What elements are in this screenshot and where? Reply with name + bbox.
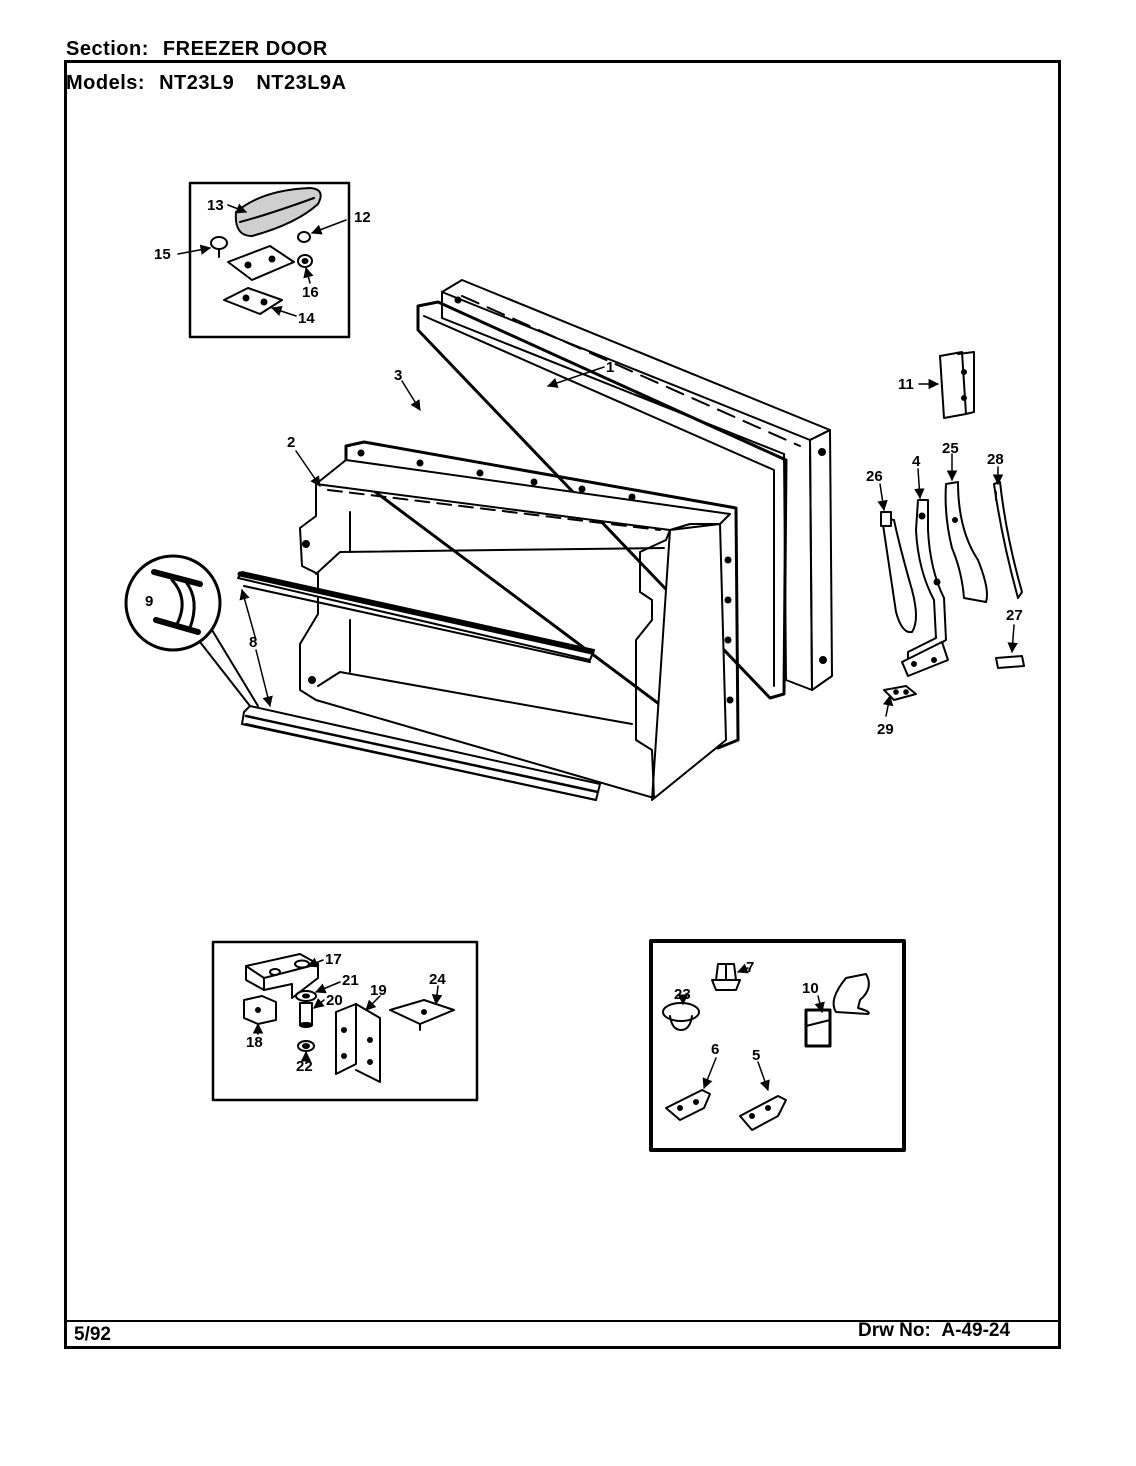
callout-2: 2 (287, 434, 295, 451)
part-25-hinge-trim (944, 481, 988, 603)
part-29-shim (883, 685, 917, 701)
callout-18: 18 (246, 1034, 263, 1051)
callout-7: 7 (746, 959, 754, 976)
callout-16: 16 (302, 284, 319, 301)
part-26-hinge-cover (880, 511, 917, 634)
callout-17: 17 (325, 951, 342, 968)
hinge-hardware-inset-box (211, 940, 479, 1102)
callout-9: 9 (145, 593, 153, 610)
part-8-shelf-bar-upper (237, 571, 595, 663)
model-2: NT23L9A (256, 72, 347, 94)
callout-26: 26 (866, 468, 883, 485)
footer-date: 5/92 (74, 1324, 111, 1345)
callout-15: 15 (154, 246, 171, 263)
models-line: Models: NT23L9 NT23L9A (66, 72, 347, 95)
part-8-shelf-bar-lower (241, 705, 601, 801)
section-value: FREEZER DOOR (162, 38, 328, 60)
callout-8: 8 (249, 634, 257, 651)
part-6-clip (665, 1089, 711, 1121)
part-20-pin (299, 1002, 313, 1028)
part-19-hinge-plate (335, 1003, 381, 1083)
part-10-bar-retainer (804, 973, 870, 1048)
part-7-plug (711, 963, 741, 991)
part-4-hinge (901, 499, 949, 677)
section-title: Section: FREEZER DOOR (66, 38, 328, 61)
callout-14: 14 (298, 310, 315, 327)
callout-13: 13 (207, 197, 224, 214)
callout-10: 10 (802, 980, 819, 997)
callout-23: 23 (674, 986, 691, 1003)
part-21-washer (295, 990, 317, 1002)
part-2-inner-door-liner (299, 440, 740, 801)
models-label: Models: (66, 72, 146, 94)
callout-3: 3 (394, 367, 402, 384)
part-23-button (662, 1002, 700, 1031)
callout-12: 12 (354, 209, 371, 226)
part-3-door-gasket (416, 300, 788, 700)
callout-29: 29 (877, 721, 894, 738)
part-28-gasket-strip (993, 481, 1023, 599)
callout-21: 21 (342, 972, 359, 989)
part-16-washer (297, 254, 313, 268)
callout-5: 5 (752, 1047, 760, 1064)
callout-20: 20 (326, 992, 343, 1009)
part-15-screw (210, 236, 228, 258)
callout-19: 19 (370, 982, 387, 999)
bar-clip-inset-box (649, 939, 906, 1152)
callout-22: 22 (296, 1058, 313, 1075)
callout-1: 1 (606, 359, 614, 376)
callout-6: 6 (711, 1041, 719, 1058)
part-24-bracket (389, 999, 455, 1031)
handle-mount-plate (227, 245, 295, 281)
part-11-handle-trim (939, 351, 975, 419)
callout-25: 25 (942, 440, 959, 457)
leader-lines (177, 203, 1018, 1091)
part-14-base-plate (223, 287, 283, 315)
handle-parts-inset-box (188, 181, 351, 339)
part-12-pin (297, 231, 311, 243)
callout-27: 27 (1006, 607, 1023, 624)
footer-divider (64, 1320, 1061, 1322)
section-label: Section: (66, 38, 149, 60)
part-5-clip (739, 1095, 787, 1131)
part-13-handle-cap (234, 187, 322, 237)
part-18-shim-plate (243, 995, 277, 1025)
footer-drawing-no: Drw No: A-49-24 (858, 1320, 1010, 1342)
part-9-bar-clip-detail (124, 554, 259, 707)
drawing-frame (64, 60, 1061, 1349)
part-22-bushing (297, 1040, 315, 1052)
drawing-label: Drw No: (858, 1320, 931, 1341)
callout-11: 11 (898, 376, 914, 393)
callout-4: 4 (912, 453, 921, 470)
model-1: NT23L9 (159, 72, 235, 94)
callout-24: 24 (429, 971, 446, 988)
callout-28: 28 (987, 451, 1004, 468)
drawing-number: A-49-24 (941, 1320, 1011, 1341)
part-27-spacer (995, 655, 1025, 669)
